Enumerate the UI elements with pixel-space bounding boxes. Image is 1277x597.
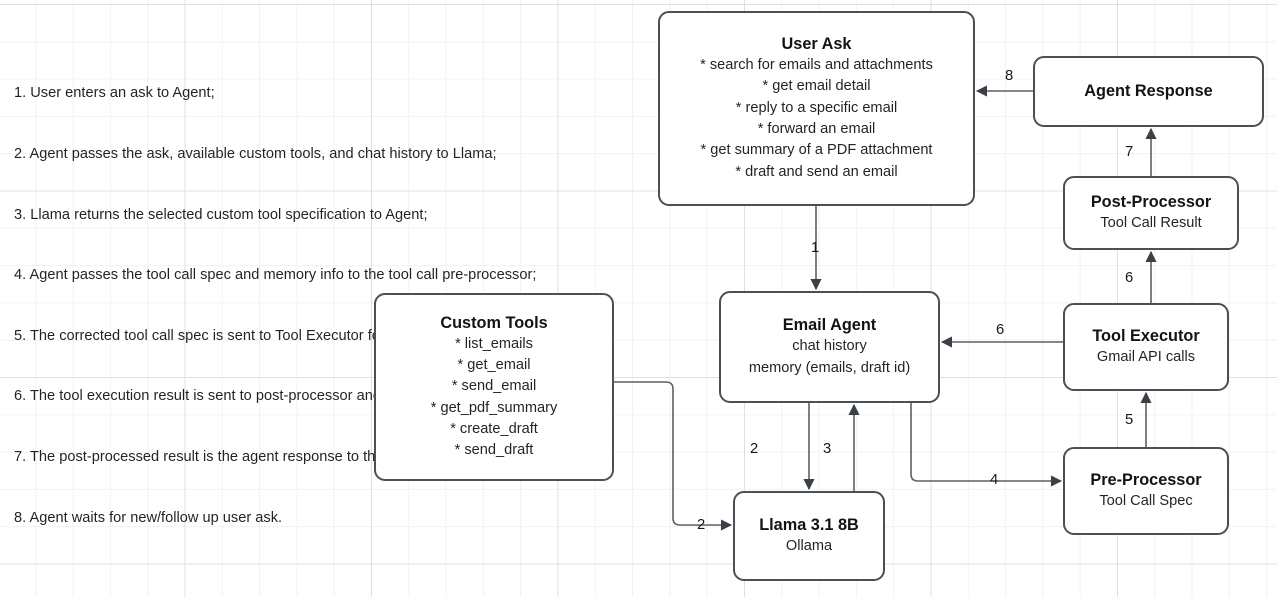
edge-label-3: 3 [823, 441, 832, 457]
edge-label-2-agent: 2 [750, 441, 759, 457]
node-custom-tools-item-5: * create_draft [450, 420, 538, 437]
node-custom-tools-item-4: * get_pdf_summary [430, 399, 558, 416]
node-custom-tools-item-3: * send_email [451, 378, 537, 395]
node-agent-response[interactable]: Agent Response [1033, 56, 1264, 127]
node-agent-response-title: Agent Response [1084, 82, 1213, 100]
node-pre-processor-subtitle: Tool Call Spec [1099, 492, 1193, 509]
edge-2-tools-path [614, 381, 733, 531]
node-user-ask-item-3: * reply to a specific email [735, 99, 898, 116]
node-post-processor[interactable]: Post-Processor Tool Call Result [1063, 176, 1239, 250]
legend-line-4: 4. Agent passes the tool call spec and m… [14, 267, 537, 284]
edge-label-6-up: 6 [1125, 270, 1134, 286]
node-user-ask[interactable]: User Ask * search for emails and attachm… [658, 11, 975, 206]
node-custom-tools[interactable]: Custom Tools * list_emails * get_email *… [374, 293, 614, 481]
legend-line-1: 1. User enters an ask to Agent; [14, 85, 215, 102]
node-user-ask-item-4: * forward an email [757, 121, 876, 137]
legend-line-3: 3. Llama returns the selected custom too… [14, 206, 428, 223]
node-pre-processor[interactable]: Pre-Processor Tool Call Spec [1063, 447, 1229, 535]
legend-line-8: 8. Agent waits for new/follow up user as… [14, 509, 283, 526]
edge-label-5: 5 [1125, 412, 1134, 428]
edge-label-8: 8 [1005, 68, 1014, 84]
node-llama-subtitle: Ollama [785, 537, 833, 554]
node-user-ask-item-1: * search for emails and attachments [700, 57, 933, 74]
node-pre-processor-title: Pre-Processor [1090, 470, 1202, 489]
node-custom-tools-item-6: * send_draft [454, 442, 534, 459]
node-llama[interactable]: Llama 3.1 8B Ollama [733, 491, 885, 581]
node-tool-executor-subtitle: Gmail API calls [1096, 348, 1196, 365]
edge-4-path [910, 403, 1063, 487]
node-email-agent[interactable]: Email Agent chat history memory (emails,… [719, 291, 940, 403]
node-tool-executor-title: Tool Executor [1092, 326, 1200, 345]
edge-label-1: 1 [811, 240, 820, 256]
node-custom-tools-title: Custom Tools [440, 313, 548, 332]
node-user-ask-title: User Ask [781, 35, 852, 54]
node-user-ask-item-2: * get email detail [762, 78, 871, 95]
node-tool-executor[interactable]: Tool Executor Gmail API calls [1063, 303, 1229, 391]
legend-line-2: 2. Agent passes the ask, available custo… [14, 146, 497, 163]
node-custom-tools-item-1: * list_emails [455, 335, 533, 352]
node-email-agent-title: Email Agent [782, 316, 877, 335]
edge-label-6-left: 6 [996, 322, 1005, 338]
node-post-processor-title: Post-Processor [1090, 192, 1212, 211]
edge-label-7: 7 [1125, 144, 1134, 160]
node-email-agent-subtitle-2: memory (emails, draft id) [748, 359, 911, 376]
edge-label-4: 4 [990, 472, 999, 488]
node-post-processor-subtitle: Tool Call Result [1100, 214, 1202, 231]
node-custom-tools-item-2: * get_email [457, 356, 531, 373]
node-llama-title: Llama 3.1 8B [759, 515, 859, 534]
node-user-ask-item-6: * draft and send an email [735, 163, 898, 180]
edge-label-2-tools: 2 [697, 517, 706, 533]
node-user-ask-item-5: * get summary of a PDF attachment [700, 142, 933, 159]
node-email-agent-subtitle-1: chat history [792, 338, 867, 355]
